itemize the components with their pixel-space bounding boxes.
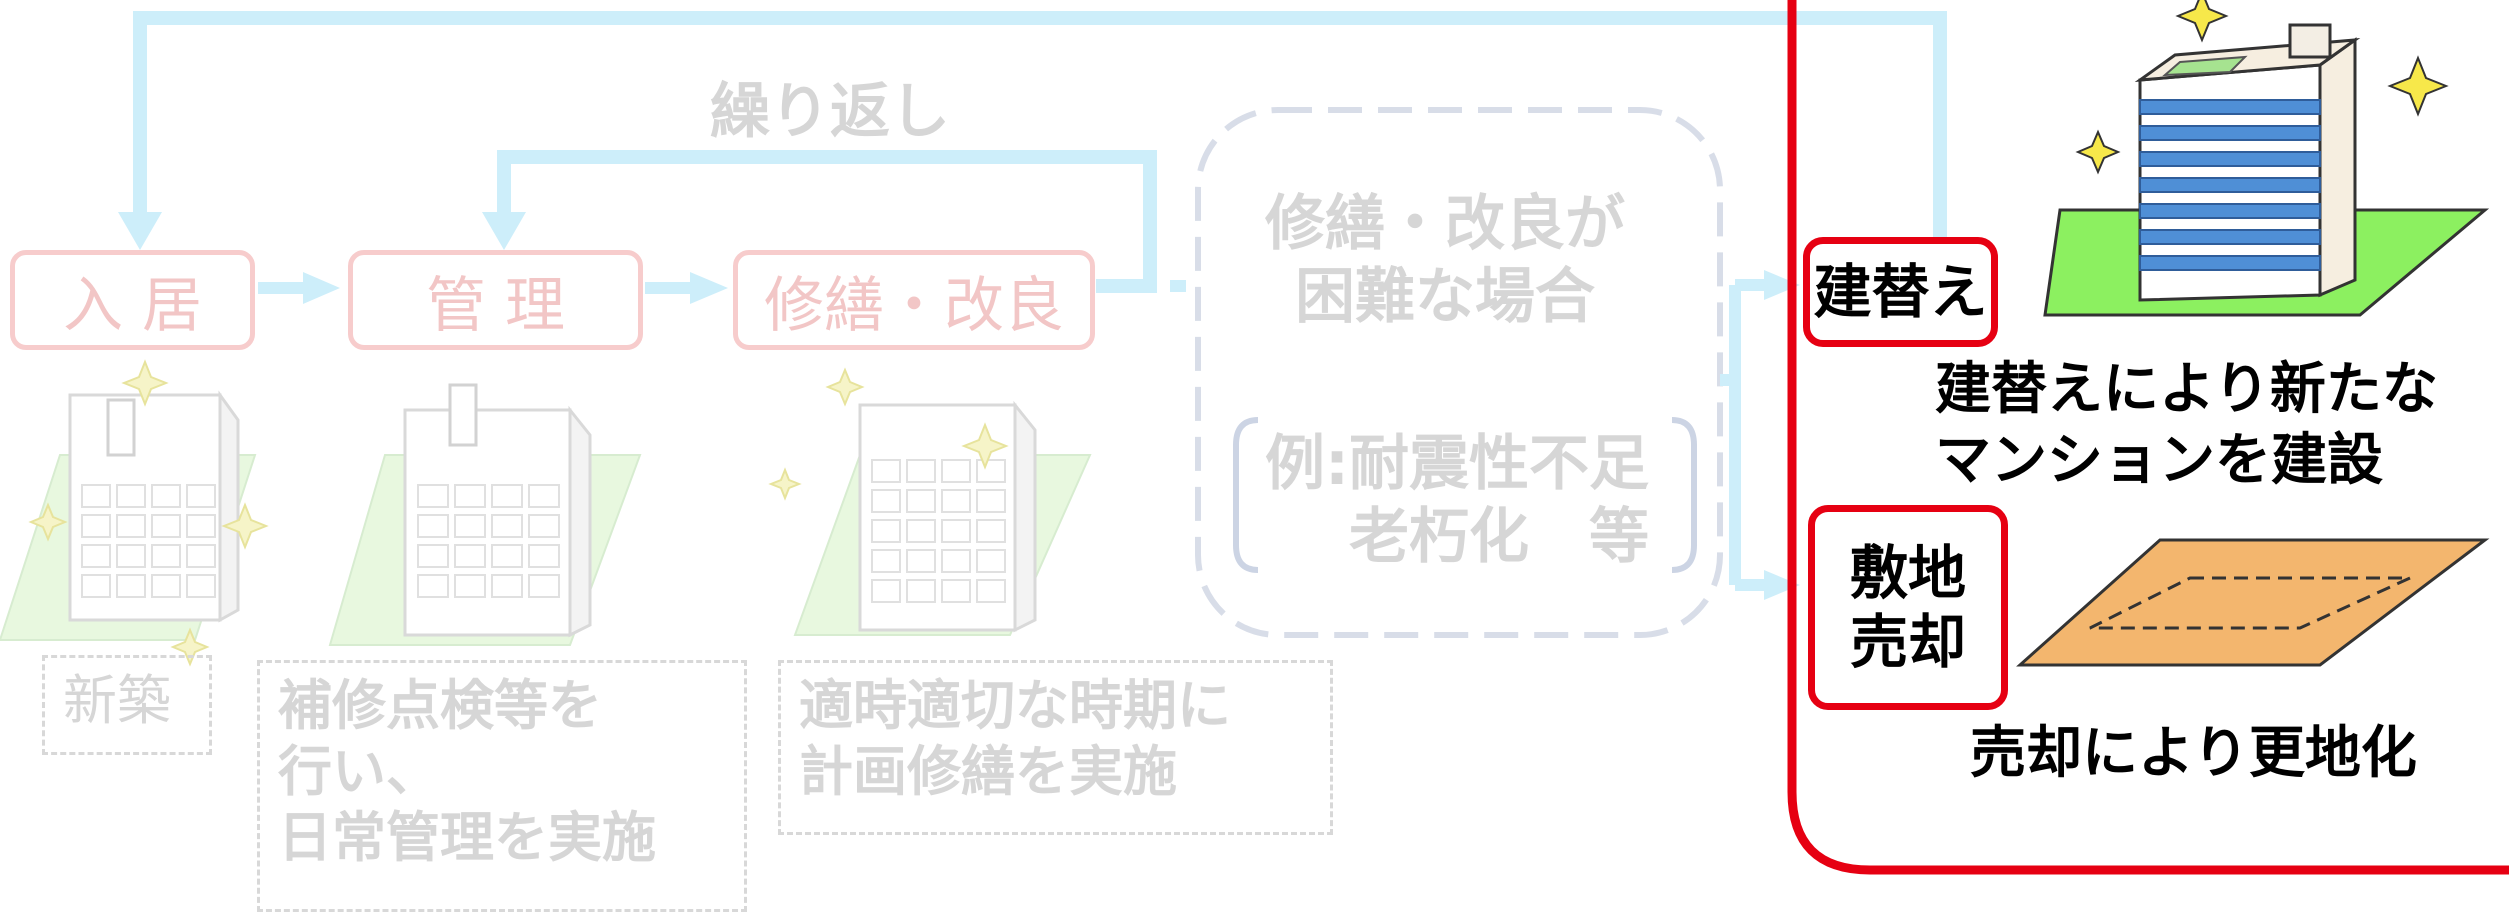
stage-arrow-1 — [258, 272, 340, 304]
stage-label-repair: 修繕・改良 — [764, 270, 1064, 341]
stage-label-management: 管 理 — [425, 270, 566, 341]
new-tower-illustration — [2043, 0, 2490, 317]
managed-building-illustration — [328, 383, 642, 646]
vacant-lot-illustration — [2016, 538, 2490, 667]
repeat-loop-arrow — [497, 150, 1157, 293]
repaired-building-illustration — [768, 367, 1092, 636]
difficult-case-box — [1195, 107, 1723, 638]
new-building-illustration — [0, 359, 269, 667]
difficult-case-example: 例:耐震性不足 老朽化 等 — [1265, 429, 1649, 573]
stage-arrow-2 — [645, 272, 728, 304]
option-label-site-sale: 敷地 売却 — [1849, 539, 1966, 676]
note-text-new-build: 新築 — [63, 669, 171, 732]
note-planned-repair: 適時適切な時期に 計画修繕を実施 — [778, 660, 1333, 835]
stage-repair: 修繕・改良 — [733, 250, 1095, 350]
option-rebuild: 建替え — [1803, 237, 1998, 347]
result-site-sale: 売却により更地化 — [1970, 721, 2417, 786]
options-panel — [1787, 0, 2509, 875]
option-label-rebuild: 建替え — [1813, 257, 1988, 326]
stage-move-in: 入 居 — [10, 250, 255, 350]
split-arrow — [1720, 279, 1768, 591]
note-new-build: 新築 — [42, 655, 212, 755]
stage-label-move-in: 入 居 — [62, 270, 203, 341]
repeat-loop-arrowhead — [482, 212, 526, 250]
option-site-sale: 敷地 売却 — [1808, 505, 2008, 710]
example-bracket-left — [1233, 417, 1259, 573]
repeat-label: 繰り返し — [710, 77, 950, 147]
note-daily-maintenance: 補修点検等を 行い、 日常管理を実施 — [257, 660, 747, 912]
note-text-daily-maintenance: 補修点検等を 行い、 日常管理を実施 — [278, 674, 656, 869]
result-rebuild: 建替えにより新たな マンションを建設 — [1935, 357, 2438, 494]
stage-management: 管 理 — [348, 250, 643, 350]
note-text-planned-repair: 適時適切な時期に 計画修繕を実施 — [799, 674, 1231, 803]
outer-loop-arrowhead — [118, 212, 162, 250]
difficult-case-title: 修繕・改良が 困難な場合 — [1265, 189, 1625, 333]
split-arrowhead-rebuild — [1764, 270, 1800, 300]
outer-loop-arrow — [133, 11, 1947, 245]
split-arrowhead-sale — [1764, 570, 1800, 600]
example-bracket-right — [1671, 417, 1697, 573]
